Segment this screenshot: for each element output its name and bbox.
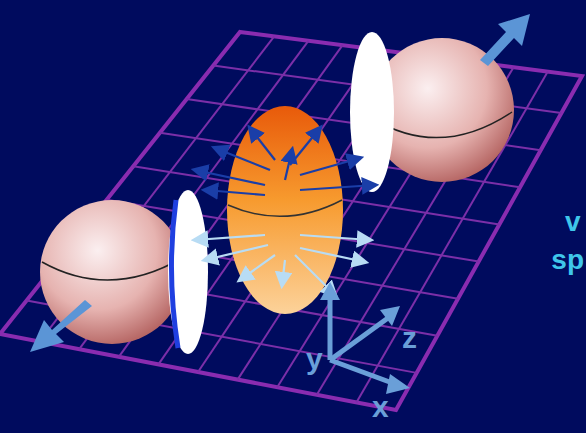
axis-label: z — [402, 323, 417, 353]
axis-label: y — [306, 344, 323, 374]
motion-arrow — [30, 300, 92, 352]
nucleus-left — [40, 190, 208, 354]
grid-plane — [0, 32, 582, 410]
quantity-label: v — [565, 208, 581, 236]
axes — [320, 282, 410, 394]
motion-arrow — [480, 14, 530, 66]
overlap-region — [227, 106, 343, 314]
quantity-label: sp — [551, 246, 584, 274]
grid-line — [158, 50, 376, 365]
flow-arrows — [195, 235, 370, 295]
flow-arrows — [195, 128, 375, 195]
axis-label: x — [372, 392, 389, 422]
